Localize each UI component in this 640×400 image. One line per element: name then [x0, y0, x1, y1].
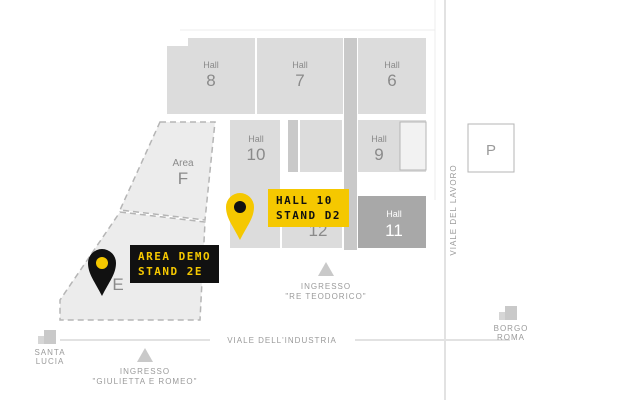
- hall-8-block[interactable]: [167, 46, 255, 114]
- hall-7-label: Hall: [292, 60, 308, 70]
- parking-box[interactable]: [467, 123, 515, 173]
- hall-6-block[interactable]: [358, 38, 426, 114]
- hall-11-number: 11: [385, 221, 403, 240]
- borgo-roma-line2: ROMA: [497, 333, 525, 342]
- hall-8-label: Hall: [203, 60, 219, 70]
- building-icon: [38, 330, 56, 344]
- hall-8-number: 8: [206, 71, 215, 90]
- area-e-number: E: [112, 275, 123, 294]
- callout-line1: HALL 10: [276, 194, 333, 207]
- borgo-roma-line1: BORGO: [494, 324, 529, 333]
- map-pin-icon[interactable]: [88, 249, 116, 296]
- parking-letter: P: [486, 142, 496, 159]
- area-f-label: Area: [172, 158, 194, 169]
- hall-6-label: Hall: [384, 60, 400, 70]
- hall-6-number: 6: [387, 71, 396, 90]
- hall-7-number: 7: [295, 71, 304, 90]
- entrance-giulietta-line1: INGRESSO: [120, 367, 170, 376]
- entrance-giulietta-icon[interactable]: [137, 348, 153, 362]
- entrance-teodorico-line1: INGRESSO: [301, 282, 351, 291]
- entrance-teodorico-icon[interactable]: [318, 262, 334, 276]
- hall-10-callout[interactable]: HALL 10 STAND D2: [268, 189, 349, 227]
- hall-11-label: Hall: [386, 209, 402, 219]
- hall-9-annex: [399, 121, 427, 171]
- area-f-number: F: [178, 169, 188, 188]
- hall-9-number: 9: [374, 145, 383, 164]
- hall-9-label: Hall: [371, 134, 387, 144]
- entrance-teodorico-line2: "RE TEODORICO": [285, 292, 366, 301]
- hall-10-divider: [288, 120, 298, 172]
- callout-line2: STAND D2: [276, 209, 341, 222]
- hall-10-number: 10: [247, 145, 266, 164]
- hall-9-west-block[interactable]: [300, 120, 342, 172]
- entrance-giulietta-line2: "GIULIETTA E ROMEO": [93, 377, 198, 386]
- viale-lavoro-label: VIALE DEL LAVORO: [449, 164, 458, 255]
- hall-7-block[interactable]: [257, 38, 343, 114]
- hall-10-label: Hall: [248, 134, 264, 144]
- hall-11-block[interactable]: [358, 196, 426, 248]
- area-f-zone[interactable]: [118, 121, 216, 221]
- area-demo-callout[interactable]: AREA DEMO STAND 2E: [130, 245, 220, 283]
- map-pin-icon[interactable]: [226, 193, 254, 240]
- callout-line2: STAND 2E: [138, 265, 203, 278]
- santa-lucia-line2: LUCIA: [36, 357, 65, 366]
- viale-industria-label: VIALE DELL'INDUSTRIA: [227, 336, 337, 345]
- building-icon: [499, 306, 517, 320]
- santa-lucia-line1: SANTA: [34, 348, 65, 357]
- hall-8-notch: [188, 38, 255, 48]
- callout-line1: AREA DEMO: [138, 250, 212, 263]
